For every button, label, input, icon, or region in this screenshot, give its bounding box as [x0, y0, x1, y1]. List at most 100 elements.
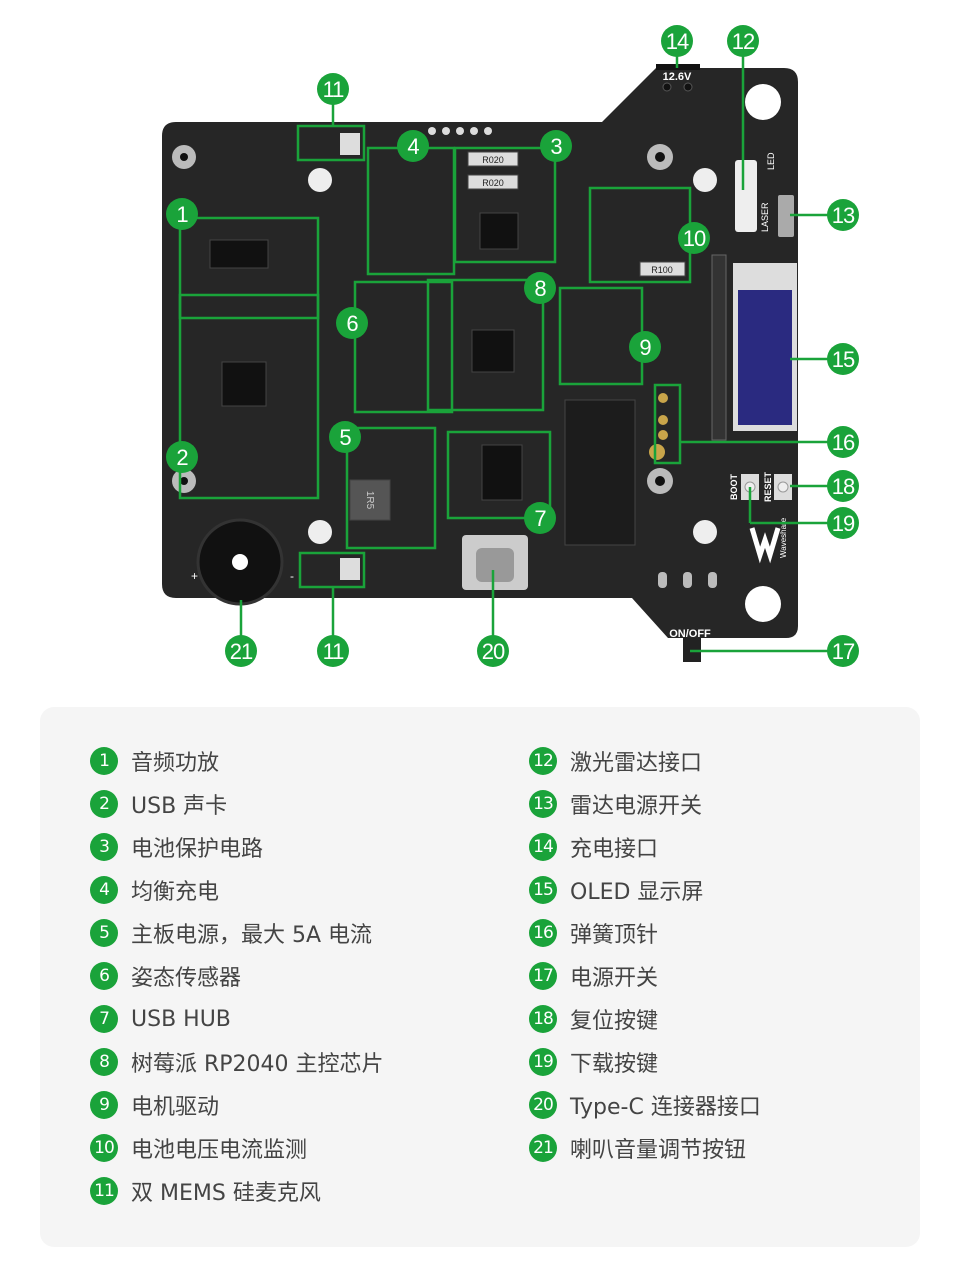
callout-marker: 11: [317, 73, 349, 105]
callout-number: 8: [534, 276, 546, 301]
mic-top: [340, 133, 360, 155]
legend-label: USB 声卡: [131, 794, 228, 819]
mounting-holes: [172, 84, 781, 622]
legend-number: 13: [529, 790, 557, 818]
components: [209, 151, 686, 546]
legend-label: Type-C 连接器接口: [570, 1095, 761, 1120]
pogo-pins: [649, 393, 668, 460]
callout-marker: 8: [524, 272, 556, 304]
legend-number: 2: [90, 790, 118, 818]
highlight-box: [296, 124, 366, 162]
legend-number: 4: [90, 876, 118, 904]
plus-label: +: [191, 569, 198, 583]
legend-label: 弹簧顶针: [570, 923, 659, 948]
legend-label: 喇叭音量调节按钮: [570, 1138, 747, 1163]
highlight-box: [446, 430, 552, 520]
callout-number: 13: [832, 203, 855, 228]
legend-label: 音频功放: [131, 751, 220, 776]
callout-marker: 2: [166, 441, 198, 473]
callout-marker: 6: [336, 307, 368, 339]
callout-number: 14: [666, 29, 689, 54]
legend-label: 主板电源，最大 5A 电流: [131, 923, 373, 948]
legend-number: 14: [529, 833, 557, 861]
callout-marker: 7: [524, 502, 556, 534]
callout-number: 10: [683, 226, 706, 251]
lidar-connector: [735, 160, 757, 232]
highlight-box: [653, 383, 682, 465]
callout-number: 15: [832, 347, 855, 372]
legend-item: 20 Type-C 连接器接口: [529, 1090, 761, 1120]
shunt-label-3: R100: [651, 265, 673, 275]
callout-number: 17: [832, 639, 855, 664]
callout-marker: 10: [678, 222, 710, 254]
charge-voltage-label: 12.6V: [663, 71, 692, 83]
callout-number: 11: [323, 77, 345, 102]
legend-number: 3: [90, 833, 118, 861]
callout-marker: 13: [827, 199, 859, 231]
callout-number: 18: [832, 474, 855, 499]
legend-label: 电源开关: [570, 966, 659, 991]
callout-marker: 17: [827, 635, 859, 667]
callout-marker: 4: [397, 130, 429, 162]
callout-number: 6: [346, 311, 358, 336]
callout-number: 2: [176, 445, 188, 470]
highlight-box: [426, 278, 545, 412]
legend-number: 9: [90, 1091, 118, 1119]
callout-marker: 19: [827, 507, 859, 539]
legend-item: 1 音频功放: [90, 746, 219, 776]
callout-marker: 9: [629, 331, 661, 363]
waveshare-mark: [749, 527, 781, 564]
legend-label: 姿态传感器: [131, 966, 242, 991]
callout-marker: 3: [540, 130, 572, 162]
legend-item: 19 下载按键: [529, 1047, 658, 1077]
legend-label: 双 MEMS 硅麦克风: [131, 1181, 321, 1206]
board-diagram: 12.6V R020 R020 R100 1R5 LED LASER: [162, 25, 859, 667]
inductor-label: 1R5: [364, 491, 375, 510]
legend-label: 电池保护电路: [131, 837, 264, 862]
legend-item: 11 双 MEMS 硅麦克风: [90, 1176, 321, 1206]
highlight-box: [178, 216, 320, 320]
callout-marker: 1: [166, 198, 198, 230]
callout-marker: 16: [827, 426, 859, 458]
callout-marker: 21: [225, 635, 257, 667]
callout-number: 20: [482, 639, 505, 664]
legend-number: 10: [90, 1134, 118, 1162]
legend-item: 9 电机驱动: [90, 1090, 219, 1120]
legend-label: 电机驱动: [131, 1095, 220, 1120]
callout-number: 1: [176, 202, 188, 227]
legend-number: 20: [529, 1091, 557, 1119]
waveshare-logo: Waveshare: [779, 517, 788, 558]
reset-label: RESET: [763, 471, 773, 502]
shunt-label-2: R020: [482, 178, 504, 188]
highlight-box: [178, 293, 320, 500]
legend-number: 7: [90, 1005, 118, 1033]
legend-label: 下载按键: [570, 1052, 659, 1077]
callout-marker: 12: [727, 25, 759, 57]
callout-marker: 11: [317, 635, 349, 667]
legend-item: 3 电池保护电路: [90, 832, 263, 862]
legend-number: 11: [90, 1177, 118, 1205]
callout-number: 7: [534, 506, 546, 531]
legend-number: 15: [529, 876, 557, 904]
legend-label: 均衡充电: [131, 880, 220, 905]
top-header-dots: [428, 127, 492, 135]
lidar-power-switch[interactable]: [778, 195, 794, 237]
legend-label: 复位按键: [570, 1009, 659, 1034]
laser-label: LASER: [760, 202, 770, 232]
legend-item: 18 复位按键: [529, 1004, 658, 1034]
led-label: LED: [766, 152, 776, 170]
legend-number: 19: [529, 1048, 557, 1076]
callout-marker: 18: [827, 470, 859, 502]
mic-bottom: [340, 558, 360, 580]
legend-number: 1: [90, 747, 118, 775]
legend-number: 18: [529, 1005, 557, 1033]
power-label: ON/OFF: [669, 628, 711, 640]
boot-label: BOOT: [729, 473, 739, 500]
